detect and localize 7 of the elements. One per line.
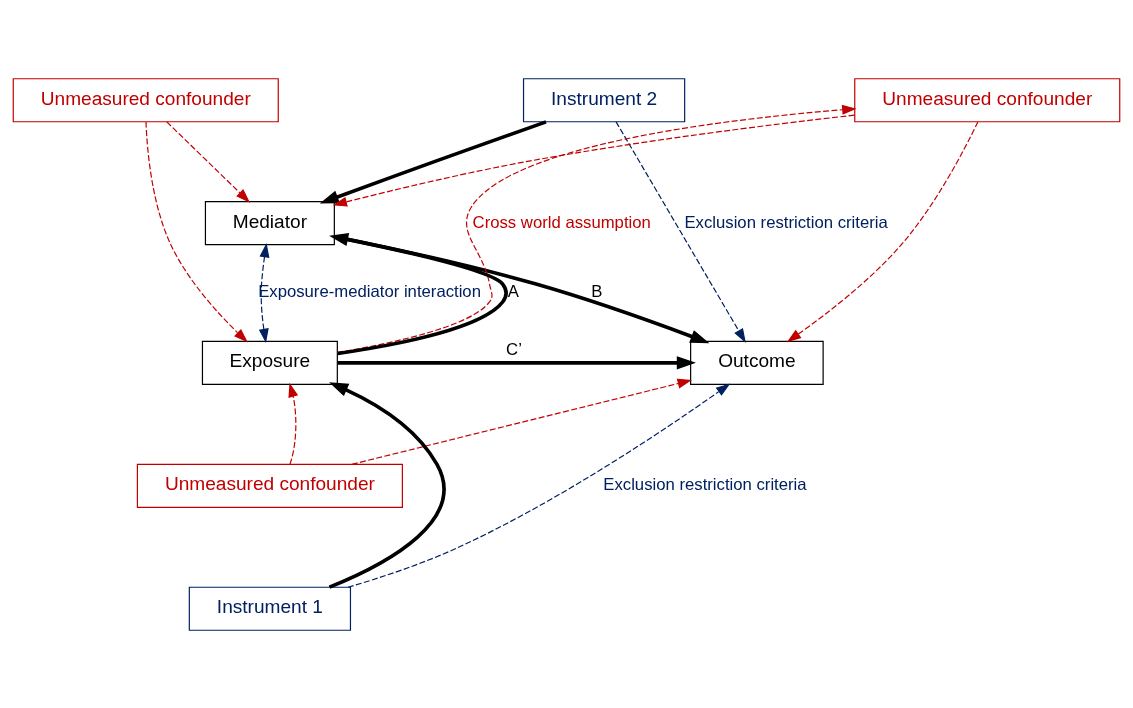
edge-label: C’: [506, 339, 522, 359]
edge-label: Exclusion restriction criteria: [684, 212, 888, 232]
edge-label: Exposure-mediator interaction: [258, 281, 481, 301]
edge-label: Exclusion restriction criteria: [603, 474, 807, 494]
edge-label: B: [591, 281, 603, 301]
edge-label: Cross world assumption: [472, 212, 651, 232]
edge-label: A: [507, 281, 519, 301]
